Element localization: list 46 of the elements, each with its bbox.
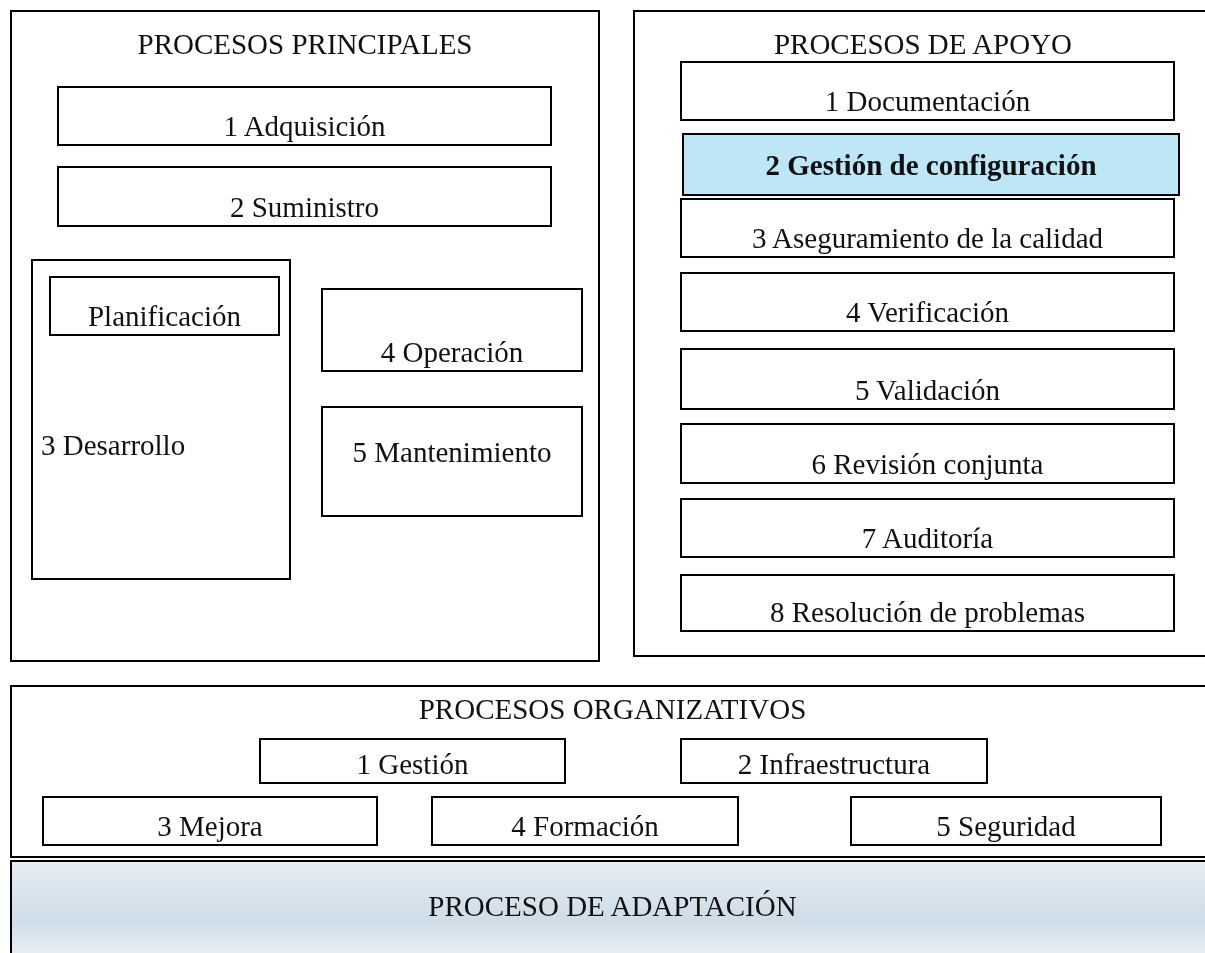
process-label: 3 Desarrollo xyxy=(41,431,186,460)
process-box xyxy=(680,498,1175,558)
process-label: 3 Aseguramiento de la calidad xyxy=(750,224,1105,253)
process-label: 5 Validación xyxy=(853,376,1002,405)
process-label: 1 Documentación xyxy=(823,87,1032,116)
process-label: 5 Seguridad xyxy=(935,812,1077,841)
process-label: 2 Gestión de configuración xyxy=(764,151,1098,180)
group-title: PROCESO DE ADAPTACIÓN xyxy=(427,892,798,921)
process-label: 2 Infraestructura xyxy=(736,750,932,779)
process-box xyxy=(680,61,1175,121)
process-box xyxy=(42,796,378,846)
process-box xyxy=(850,796,1162,846)
process-label: 8 Resolución de problemas xyxy=(769,598,1086,627)
group-title: PROCESOS DE APOYO xyxy=(772,30,1074,59)
process-label: 6 Revisión conjunta xyxy=(810,450,1045,479)
process-box xyxy=(321,288,583,372)
process-group-panel xyxy=(10,10,600,662)
process-box xyxy=(680,423,1175,484)
process-label: 4 Formación xyxy=(510,812,660,841)
process-box xyxy=(680,198,1175,258)
process-box xyxy=(259,738,566,784)
process-label: 2 Suministro xyxy=(228,193,381,222)
process-label: 1 Gestión xyxy=(355,750,470,779)
process-label: 3 Mejora xyxy=(156,812,264,841)
process-box xyxy=(57,86,552,146)
process-label: Planificación xyxy=(87,302,242,331)
process-box xyxy=(321,406,583,517)
group-title: PROCESOS ORGANIZATIVOS xyxy=(417,695,808,724)
process-box xyxy=(680,738,988,784)
process-label: 4 Operación xyxy=(379,338,525,367)
process-label: 7 Auditoría xyxy=(860,524,995,553)
group-title: PROCESOS PRINCIPALES xyxy=(136,30,474,59)
process-box xyxy=(680,272,1175,332)
process-label: 1 Adquisición xyxy=(222,112,387,141)
process-box xyxy=(49,276,280,336)
process-label: 4 Verificación xyxy=(845,298,1010,327)
process-box xyxy=(57,166,552,227)
process-group-panel xyxy=(10,860,1205,953)
process-label: 5 Mantenimiento xyxy=(351,438,553,467)
process-group-panel xyxy=(633,10,1205,657)
process-box xyxy=(680,574,1175,632)
process-box xyxy=(682,133,1180,196)
process-box xyxy=(431,796,739,846)
process-group-panel xyxy=(10,685,1205,858)
process-group-panel xyxy=(31,259,291,580)
process-box xyxy=(680,348,1175,410)
